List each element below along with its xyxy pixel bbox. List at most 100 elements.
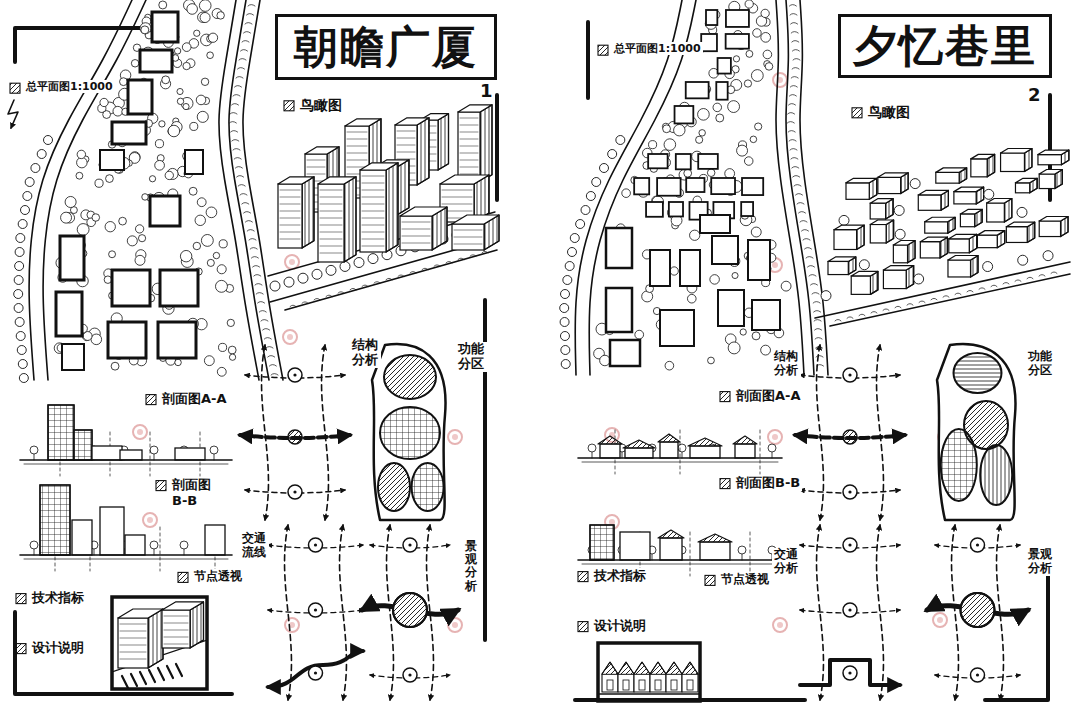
site-plan [14, 0, 283, 383]
node-perspective [131, 674, 137, 686]
site-plan [256, 293, 263, 295]
birdseye-view [977, 231, 1004, 236]
birdseye-view [983, 262, 993, 272]
birdseye-view [919, 301, 925, 303]
landscape-analysis [952, 525, 959, 700]
site-plan [271, 374, 278, 376]
site-plan [61, 212, 72, 223]
label-marker [720, 479, 730, 489]
site-plan [728, 101, 740, 113]
birdseye-view [1015, 178, 1037, 183]
birdseye-view [460, 146, 478, 147]
section-drawing [768, 444, 776, 452]
site-plan [238, 68, 245, 70]
birdseye-view [280, 232, 300, 233]
node-perspective [634, 662, 650, 674]
birdseye-view [347, 160, 367, 161]
site-plan [19, 374, 28, 383]
site-plan [135, 225, 143, 233]
site-plan [37, 150, 46, 159]
page-number: 1 [478, 80, 495, 102]
site-plan [811, 284, 818, 286]
site-plan [800, 0, 828, 375]
birdseye-view [1015, 183, 1029, 193]
site-plan [174, 48, 180, 54]
birdseye-view [362, 225, 384, 226]
section-drawing [578, 430, 782, 474]
site-plan [696, 136, 703, 143]
birdseye-view [374, 282, 380, 284]
site-plan [232, 104, 239, 106]
site-plan [15, 318, 24, 327]
site-plan [788, 131, 795, 133]
site-plan [113, 106, 123, 116]
site-plan [763, 50, 772, 59]
birdseye-view [280, 218, 300, 219]
site-plan [600, 164, 609, 173]
label-marker [16, 594, 26, 604]
watermark-logo [773, 618, 787, 632]
site-plan [197, 111, 208, 122]
drawing-label: 剖面图B-B [734, 475, 802, 491]
traffic-analysis [314, 543, 317, 546]
site-plan [670, 267, 678, 275]
sheet-frame [495, 95, 499, 200]
section-drawing [100, 507, 124, 555]
traffic-analysis [848, 608, 851, 611]
birdseye-view [871, 311, 877, 313]
function-zoning [372, 344, 446, 520]
site-plan [707, 169, 715, 177]
site-plan [248, 5, 255, 7]
site-plan [676, 154, 691, 169]
site-plan [247, 14, 254, 16]
site-plan [14, 276, 23, 285]
birdseye-view [320, 253, 342, 254]
site-plan [263, 329, 270, 331]
traffic-analysis [848, 543, 851, 546]
site-plan [238, 185, 245, 187]
site-plan [187, 4, 198, 15]
site-plan [135, 255, 145, 265]
drawing-label: 交通流线 [240, 532, 269, 560]
birdseye-view [815, 148, 1070, 326]
site-plan [791, 77, 798, 79]
site-plan [716, 114, 724, 122]
birdseye-view [314, 298, 320, 300]
sheet-title: 夕忆巷里 [853, 24, 1037, 68]
node-perspective [120, 645, 146, 646]
site-plan [241, 50, 248, 52]
section-drawing [698, 534, 732, 542]
site-plan [699, 130, 705, 136]
section-drawing [72, 520, 92, 555]
site-plan [140, 50, 172, 72]
birdseye-view [347, 132, 367, 133]
site-plan [244, 212, 251, 214]
site-plan [805, 248, 812, 250]
traffic-analysis [309, 666, 323, 680]
site-plan [576, 220, 585, 229]
node-perspective [120, 624, 146, 625]
site-plan [175, 359, 181, 365]
site-plan [56, 292, 82, 336]
birdseye-view [936, 172, 959, 183]
site-plan [792, 167, 799, 169]
site-plan [815, 338, 822, 340]
site-plan [791, 23, 798, 25]
site-plan [141, 26, 149, 34]
section-drawing [30, 446, 38, 454]
site-plan [18, 360, 27, 369]
node-perspective [682, 662, 698, 692]
section-drawing [582, 564, 778, 565]
site-plan [794, 185, 801, 187]
structure-analysis [843, 368, 857, 382]
drawing-label: 鸟瞰图 [866, 104, 912, 121]
site-plan [185, 150, 203, 174]
label-marker [598, 45, 608, 55]
site-plan [700, 215, 730, 233]
site-plan [111, 362, 119, 370]
site-plan [745, 0, 753, 8]
site-plan [740, 329, 746, 335]
site-plan [660, 310, 694, 346]
birdseye-view [386, 278, 392, 280]
birdseye-view [960, 214, 974, 227]
